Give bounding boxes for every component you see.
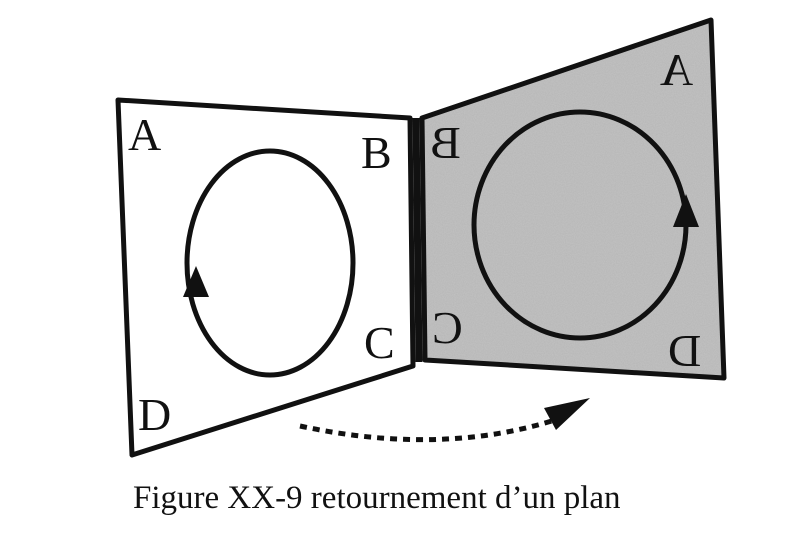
right-panel: A B C D [419, 17, 727, 381]
right-panel-outline [419, 17, 727, 381]
left-label-b: B [361, 127, 392, 178]
left-panel: A B C D [115, 97, 416, 458]
left-label-d: D [138, 389, 171, 440]
right-loop-arrowhead [673, 194, 699, 227]
left-label-c: C [364, 317, 395, 368]
right-label-d: D [668, 326, 701, 377]
left-label-a: A [128, 109, 161, 160]
right-label-c: C [432, 302, 463, 353]
flip-arrow-dotted-path [299, 417, 556, 443]
flip-arrowhead [544, 398, 590, 430]
left-loop-arrowhead [183, 266, 209, 297]
left-circulation-loop [184, 148, 356, 378]
figure-caption: Figure XX-9 retournement d’un plan [133, 480, 621, 516]
right-label-a: A [660, 44, 693, 95]
fold-line [412, 117, 423, 363]
flip-arrow [299, 398, 590, 443]
right-panel-grain [422, 20, 724, 378]
left-panel-outline [115, 97, 416, 458]
right-label-b: B [430, 117, 461, 168]
